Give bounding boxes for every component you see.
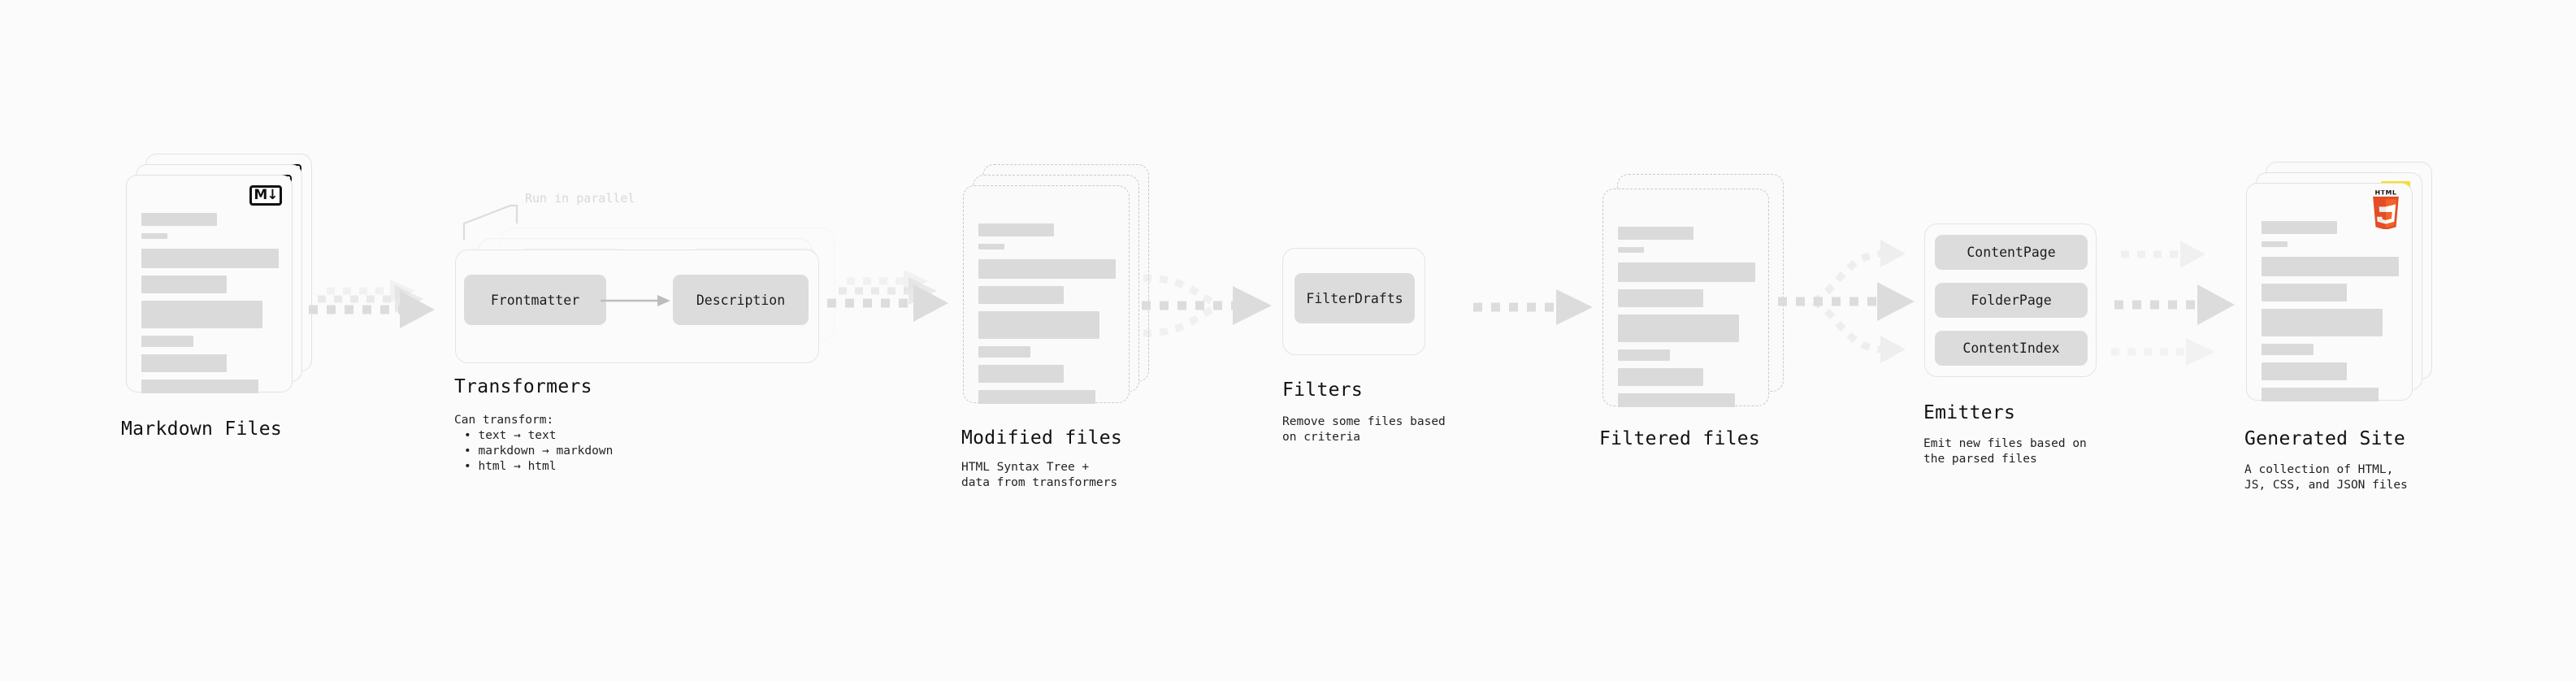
placeholder-line	[141, 275, 227, 293]
connector-markdown-to-transformers	[309, 268, 471, 341]
placeholder-line	[1618, 393, 1735, 407]
site-card-html: HTML	[2246, 183, 2413, 401]
placeholder-line	[2262, 388, 2379, 401]
emitter-pill-contentindex[interactable]: ContentIndex	[1935, 331, 2088, 366]
placeholder-line	[2262, 309, 2383, 336]
stage-filtered-files: Filtered files	[1599, 174, 1793, 449]
placeholder-line	[978, 223, 1054, 236]
stage-title-filters: Filters	[1282, 380, 1364, 401]
html5-icon: HTML	[2368, 189, 2404, 230]
placeholder-line	[2262, 221, 2337, 234]
stage-modified-files: Modified files HTML Syntax Tree + data f…	[961, 164, 1154, 489]
card-placeholder-lines	[2262, 221, 2399, 409]
placeholder-line	[141, 380, 258, 393]
filters-group-box: FilterDrafts	[1282, 248, 1425, 355]
placeholder-line	[1618, 314, 1739, 342]
connector-filtered-to-emitters	[1772, 234, 1934, 368]
transformers-bullet: • html → html	[464, 460, 557, 473]
svg-text:HTML: HTML	[2375, 190, 2397, 196]
emitters-group-box: ContentPage FolderPage ContentIndex	[1924, 223, 2097, 377]
site-card-stack: CSS HTML	[2246, 162, 2449, 427]
placeholder-line	[2262, 362, 2347, 380]
placeholder-line	[978, 244, 1005, 249]
stage-markdown-files: M↓ M↓ M↓ Markdown Files	[121, 154, 313, 440]
placeholder-line	[1618, 247, 1645, 253]
transformer-layer-front: Frontmatter Description	[455, 249, 819, 363]
emitter-pill-folderpage[interactable]: FolderPage	[1935, 283, 2088, 318]
transformer-inner-arrow	[601, 295, 670, 306]
stage-title-emitters: Emitters	[1923, 402, 2016, 423]
placeholder-line	[141, 213, 217, 226]
placeholder-line	[2262, 257, 2399, 276]
transformers-bullet: • text → text	[464, 429, 557, 442]
run-in-parallel-note: Run in parallel	[525, 191, 635, 206]
markdown-card-front: M↓	[126, 175, 293, 393]
filtered-card-stack	[1602, 174, 1793, 424]
placeholder-line	[141, 301, 262, 328]
filter-pill-filterdrafts[interactable]: FilterDrafts	[1295, 273, 1415, 323]
modified-files-subtitle: HTML Syntax Tree + data from transformer…	[961, 461, 1118, 489]
connector-modified-to-filters	[1134, 252, 1296, 374]
placeholder-line	[978, 311, 1099, 339]
placeholder-line	[1618, 368, 1703, 386]
placeholder-line	[1618, 349, 1671, 361]
placeholder-line	[2262, 344, 2314, 355]
connector-transformers-to-modified	[821, 268, 975, 341]
placeholder-line	[141, 233, 168, 239]
stage-title-filtered-files: Filtered files	[1599, 428, 1761, 449]
placeholder-line	[1618, 262, 1755, 282]
transformer-pill-description[interactable]: Description	[673, 275, 809, 325]
modified-card-stack	[963, 164, 1154, 421]
placeholder-line	[141, 354, 227, 372]
run-in-parallel-bracket	[462, 204, 518, 240]
placeholder-line	[141, 249, 279, 268]
placeholder-line	[141, 336, 194, 347]
stage-title-generated-site: Generated Site	[2244, 428, 2406, 449]
filters-subtitle: Remove some files based on criteria	[1282, 415, 1446, 444]
stage-title-transformers: Transformers	[454, 376, 592, 397]
stage-generated-site: CSS HTML	[2244, 162, 2449, 492]
emitters-subtitle: Emit new files based on the parsed files	[1923, 437, 2087, 466]
modified-card-front	[963, 185, 1130, 404]
placeholder-line	[978, 390, 1095, 404]
connector-emitters-to-site	[2111, 228, 2257, 374]
card-placeholder-lines	[978, 223, 1116, 411]
emitter-pill-contentpage[interactable]: ContentPage	[1935, 235, 2088, 270]
placeholder-line	[978, 365, 1064, 383]
placeholder-line	[978, 259, 1116, 279]
placeholder-line	[1618, 227, 1693, 240]
card-placeholder-lines	[141, 213, 279, 401]
markdown-badge: M↓	[249, 185, 282, 206]
connector-filters-to-filtered	[1459, 286, 1609, 335]
card-placeholder-lines	[1618, 227, 1755, 414]
filtered-card-front	[1602, 189, 1769, 407]
placeholder-line	[2262, 284, 2347, 301]
placeholder-line	[1618, 289, 1703, 307]
transformers-bullet: • markdown → markdown	[464, 445, 614, 458]
stage-title-modified-files: Modified files	[961, 427, 1123, 449]
transformers-subtitle-heading: Can transform:	[454, 414, 554, 427]
placeholder-line	[2262, 241, 2288, 247]
stage-title-markdown-files: Markdown Files	[121, 419, 283, 440]
placeholder-line	[978, 286, 1064, 304]
generated-site-subtitle: A collection of HTML, JS, CSS, and JSON …	[2244, 463, 2408, 492]
markdown-card-stack: M↓ M↓ M↓	[126, 154, 313, 414]
transformer-pill-frontmatter[interactable]: Frontmatter	[464, 275, 606, 325]
placeholder-line	[978, 346, 1031, 358]
